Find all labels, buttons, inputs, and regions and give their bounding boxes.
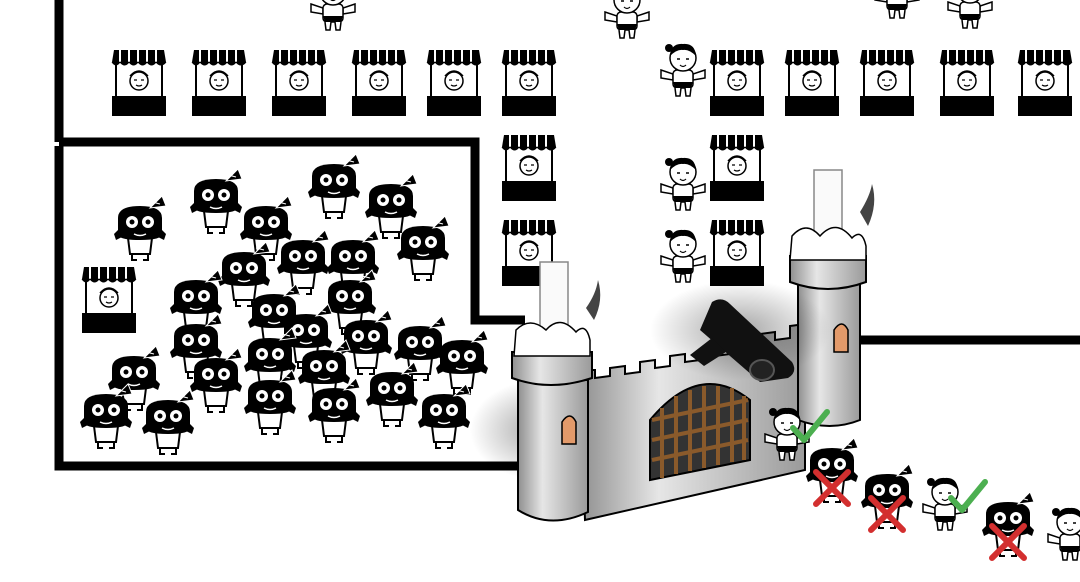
market-stall-icon — [1017, 49, 1073, 117]
market-stall-icon — [111, 49, 167, 117]
bad-bot-icon — [79, 383, 133, 449]
bad-bot-icon — [189, 168, 243, 234]
market-stall-icon — [191, 49, 247, 117]
villager-icon — [660, 157, 706, 211]
villager-icon — [310, 0, 356, 31]
bad-bot-icon — [276, 229, 330, 295]
bad-bot-icon — [113, 195, 167, 261]
cannon-icon — [650, 280, 830, 382]
villager-icon — [660, 43, 706, 97]
bad-bot-icon — [417, 383, 471, 449]
market-stall-icon — [709, 49, 765, 117]
market-stall-icon — [426, 49, 482, 117]
market-stall-icon — [709, 134, 765, 202]
villager-icon — [874, 0, 920, 19]
market-stall-icon — [859, 49, 915, 117]
castle-gate-icon — [470, 169, 875, 522]
market-stall-icon — [501, 134, 557, 202]
market-stall-icon — [271, 49, 327, 117]
queue-entrant — [981, 491, 1035, 558]
market-stall-icon — [709, 219, 765, 287]
market-stall-icon — [81, 266, 137, 334]
villager-icon — [1047, 507, 1080, 561]
villager-icon — [604, 0, 650, 39]
queue-entrant — [922, 477, 985, 531]
villager-icon — [660, 229, 706, 283]
bad-bot-icon — [141, 389, 195, 455]
bad-bot-icon — [307, 153, 361, 219]
market-stall-icon — [501, 49, 557, 117]
gate-queue — [764, 407, 1080, 561]
bad-bot-icon — [396, 215, 450, 281]
portcullis — [651, 386, 749, 478]
bad-bot-icon — [435, 329, 489, 395]
queue-entrant — [805, 437, 859, 504]
market-stall-icon — [784, 49, 840, 117]
queue-entrant — [1047, 507, 1080, 561]
bot-pen — [79, 153, 489, 455]
town-walls — [54, 0, 1080, 471]
market-stall-icon — [351, 49, 407, 117]
villager-icon — [947, 0, 993, 29]
market-stall-icon — [939, 49, 995, 117]
queue-entrant — [860, 463, 914, 530]
